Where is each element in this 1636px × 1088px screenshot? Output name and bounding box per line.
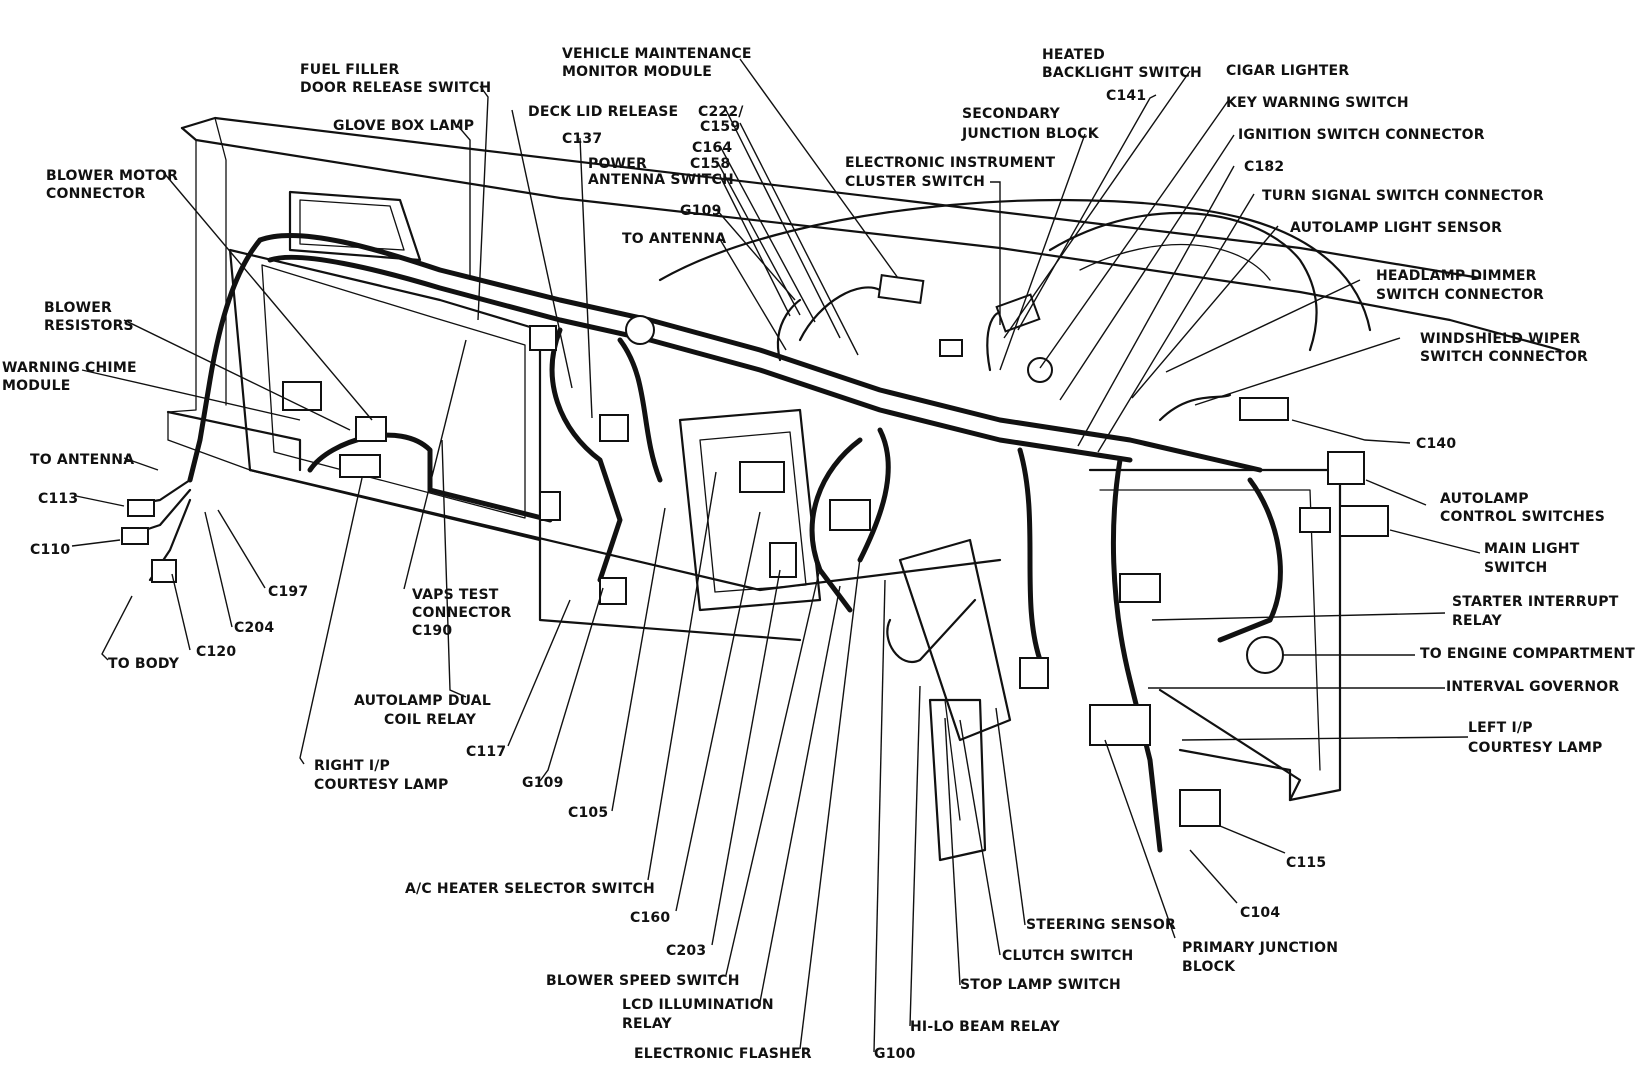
label-stop-lamp-switch: STOP LAMP SWITCH — [960, 977, 1121, 993]
label-headlamp-dimmer: HEADLAMP DIMMER — [1376, 268, 1537, 284]
label-to-engine-compartment: TO ENGINE COMPARTMENT — [1420, 646, 1635, 662]
label-main-light-switch: SWITCH — [1484, 560, 1547, 576]
label-c141: C141 — [1106, 88, 1146, 104]
label-c160: C160 — [630, 910, 670, 926]
label-ignition-switch-connector: IGNITION SWITCH CONNECTOR — [1238, 127, 1485, 143]
label-windshield-wiper: WINDSHIELD WIPER — [1420, 331, 1580, 347]
label-steering-sensor: STEERING SENSOR — [1026, 917, 1176, 933]
label-c190: C190 — [412, 623, 452, 639]
label-deck-lid-release: DECK LID RELEASE — [528, 104, 678, 120]
label-clutch-switch: CLUTCH SWITCH — [1002, 948, 1133, 964]
label-blower-motor: BLOWER MOTOR — [46, 168, 178, 184]
label-c105: C105 — [568, 805, 608, 821]
label-left-ip: LEFT I/P — [1468, 720, 1533, 736]
label-secondary: SECONDARY — [962, 106, 1061, 122]
label-resistors: RESISTORS — [44, 318, 134, 334]
label-primary-junction: PRIMARY JUNCTION — [1182, 940, 1338, 956]
label-vaps-connector: CONNECTOR — [412, 605, 511, 621]
label-cluster-switch: CLUSTER SWITCH — [845, 174, 985, 190]
label-power: POWER — [588, 156, 647, 172]
label-blower-motor-connector: CONNECTOR — [46, 186, 145, 202]
label-primary-block: BLOCK — [1182, 959, 1236, 975]
label-autolamp-light-sensor: AUTOLAMP LIGHT SENSOR — [1290, 220, 1502, 236]
label-c164: C164 — [692, 140, 732, 156]
label-turn-signal-switch-connector: TURN SIGNAL SWITCH CONNECTOR — [1262, 188, 1544, 204]
label-blower: BLOWER — [44, 300, 112, 316]
label-starter-interrupt: STARTER INTERRUPT — [1452, 594, 1619, 610]
label-cigar-lighter: CIGAR LIGHTER — [1226, 63, 1349, 79]
label-c197: C197 — [268, 584, 308, 600]
label-junction-block: JUNCTION BLOCK — [961, 126, 1100, 142]
label-left-courtesy-lamp: COURTESY LAMP — [1468, 740, 1602, 756]
label-to-antenna-top: TO ANTENNA — [622, 231, 726, 247]
label-coil-relay: COIL RELAY — [384, 712, 477, 728]
label-heated: HEATED — [1042, 47, 1105, 63]
label-chime-module: MODULE — [2, 378, 71, 394]
label-glove-box-lamp: GLOVE BOX LAMP — [333, 118, 474, 134]
component-connectors — [121, 274, 1389, 827]
label-antenna-switch: ANTENNA SWITCH — [588, 172, 734, 188]
label-main-light: MAIN LIGHT — [1484, 541, 1580, 557]
label-electronic-flasher: ELECTRONIC FLASHER — [634, 1046, 812, 1062]
callout-labels: FUEL FILLER DOOR RELEASE SWITCH GLOVE BO… — [2, 46, 1635, 1062]
label-c159: C159 — [700, 119, 740, 135]
label-c115: C115 — [1286, 855, 1326, 871]
label-right-ip: RIGHT I/P — [314, 758, 390, 774]
instrument-panel-drawing — [166, 116, 1562, 862]
label-door-release-switch: DOOR RELEASE SWITCH — [300, 80, 491, 96]
label-wiper-switch-connector: SWITCH CONNECTOR — [1420, 349, 1588, 365]
label-hi-lo-beam-relay: HI-LO BEAM RELAY — [910, 1019, 1061, 1035]
label-c120: C120 — [196, 644, 236, 660]
label-c113: C113 — [38, 491, 78, 507]
label-warning-chime: WARNING CHIME — [2, 360, 137, 376]
label-blower-speed-switch: BLOWER SPEED SWITCH — [546, 973, 740, 989]
label-c204: C204 — [234, 620, 274, 636]
label-to-antenna-left: TO ANTENNA — [30, 452, 134, 468]
label-monitor-module: MONITOR MODULE — [562, 64, 712, 80]
label-ac-heater-selector-switch: A/C HEATER SELECTOR SWITCH — [405, 881, 655, 897]
label-right-courtesy-lamp: COURTESY LAMP — [314, 777, 448, 793]
label-c222: C222/ — [698, 104, 744, 120]
label-lcd-relay: RELAY — [622, 1016, 673, 1032]
label-fuel-filler: FUEL FILLER — [300, 62, 399, 78]
label-g109-top: G109 — [680, 203, 722, 219]
label-control-switches: CONTROL SWITCHES — [1440, 509, 1605, 525]
label-c104: C104 — [1240, 905, 1280, 921]
label-lcd-illumination: LCD ILLUMINATION — [622, 997, 774, 1013]
label-to-body: TO BODY — [108, 656, 180, 672]
label-g100: G100 — [874, 1046, 916, 1062]
label-autolamp: AUTOLAMP — [1440, 491, 1529, 507]
label-c117: C117 — [466, 744, 506, 760]
label-c182: C182 — [1244, 159, 1284, 175]
leader-lines — [71, 58, 1481, 1053]
label-autolamp-dual: AUTOLAMP DUAL — [354, 693, 491, 709]
label-headlamp-switch-connector: SWITCH CONNECTOR — [1376, 287, 1544, 303]
label-c158: C158 — [690, 156, 730, 172]
label-backlight-switch: BACKLIGHT SWITCH — [1042, 65, 1202, 81]
label-electronic-instrument: ELECTRONIC INSTRUMENT — [845, 155, 1056, 171]
label-c137: C137 — [562, 131, 602, 147]
label-g109-bottom: G109 — [522, 775, 564, 791]
label-c140: C140 — [1416, 436, 1456, 452]
label-starter-relay: RELAY — [1452, 613, 1503, 629]
label-vehicle-maintenance: VEHICLE MAINTENANCE — [562, 46, 752, 62]
label-interval-governor: INTERVAL GOVERNOR — [1446, 679, 1619, 695]
label-vaps-test: VAPS TEST — [412, 587, 499, 603]
label-c110: C110 — [30, 542, 70, 558]
label-key-warning-switch: KEY WARNING SWITCH — [1226, 95, 1409, 111]
label-c203: C203 — [666, 943, 706, 959]
